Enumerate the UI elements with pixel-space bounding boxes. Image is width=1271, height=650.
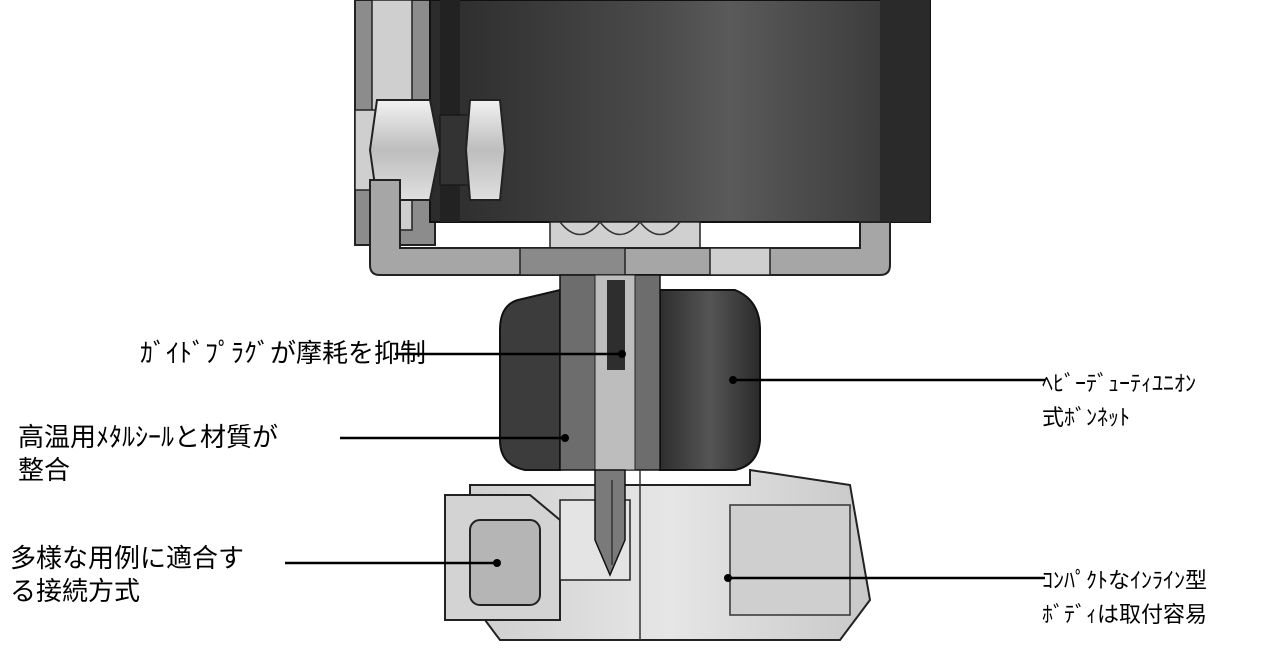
mounting-bracket xyxy=(369,179,891,276)
callout-bonnet-line-2: 式ﾎﾞﾝﾈｯﾄ xyxy=(1042,406,1131,431)
callout-end-connections-line-1: 多様な用例に適合す xyxy=(10,544,245,574)
side-hex-nut xyxy=(354,99,507,201)
callout-guide-plug: ｶﾞｲﾄﾞﾌﾟﾗｸﾞが摩耗を抑制 xyxy=(140,338,426,371)
callout-body: ｺﾝﾊﾟｸﾄなｲﾝﾗｲﾝ型 ﾎﾞﾃﾞｨは取付容易 xyxy=(1042,565,1207,633)
leader-dots xyxy=(493,350,737,582)
callout-end-connections: 多様な用例に適合す る接続方式 xyxy=(10,543,244,609)
callout-body-line-1: ｺﾝﾊﾟｸﾄなｲﾝﾗｲﾝ型 xyxy=(1042,569,1208,594)
callout-end-connections-line-2: る接続方式 xyxy=(10,577,141,607)
callout-bonnet-line-1: ﾍﾋﾞｰﾃﾞｭｰﾃｨﾕﾆｵﾝ xyxy=(1042,372,1197,397)
callout-metal-seal: 高温用ﾒﾀﾙｼｰﾙと材質が 整合 xyxy=(18,422,278,488)
callout-metal-seal-line-2: 整合 xyxy=(18,456,71,486)
bonnet-union-nut xyxy=(499,274,761,471)
callout-body-line-2: ﾎﾞﾃﾞｨは取付容易 xyxy=(1042,603,1208,628)
callout-guide-plug-line-1: ｶﾞｲﾄﾞﾌﾟﾗｸﾞが摩耗を抑制 xyxy=(140,339,427,369)
valve-body xyxy=(444,468,872,641)
callout-metal-seal-line-1: 高温用ﾒﾀﾙｼｰﾙと材質が xyxy=(18,423,279,453)
leader-lines xyxy=(285,352,1045,580)
callout-bonnet: ﾍﾋﾞｰﾃﾞｭｰﾃｨﾕﾆｵﾝ 式ﾎﾞﾝﾈｯﾄ xyxy=(1042,368,1196,436)
